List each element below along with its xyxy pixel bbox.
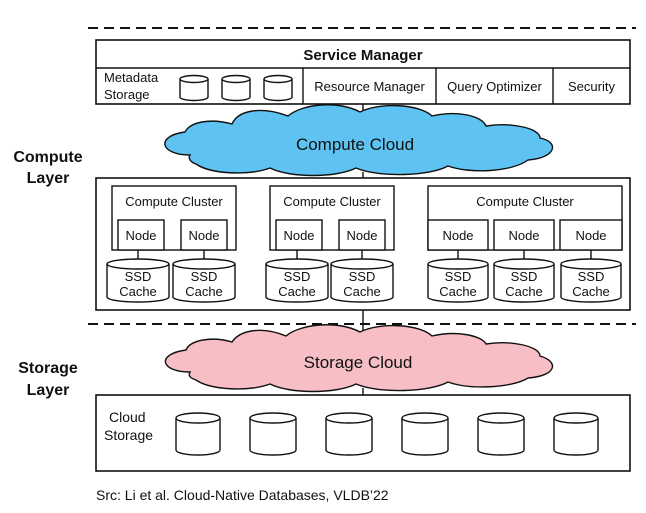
ssd-cache-label-1: SSD [349, 269, 376, 284]
node-box [180, 219, 228, 251]
ssd-cache: SSD Cache [330, 258, 394, 303]
node-label: Node [442, 228, 473, 243]
node-label: Node [283, 228, 314, 243]
ssd-cache-label-2: Cache [119, 284, 157, 299]
database-icon [175, 412, 221, 456]
ssd-cache-label-1: SSD [284, 269, 311, 284]
ssd-cache-label-2: Cache [278, 284, 316, 299]
storage-cloud: Storage Cloud [164, 324, 554, 393]
database-icon [263, 74, 293, 102]
security-label: Security [568, 79, 615, 94]
compute-layer-label-1: Compute [13, 149, 82, 166]
ssd-cache-label-2: Cache [505, 284, 543, 299]
storage-layer-label-1: Storage [18, 360, 78, 377]
query-optimizer-label: Query Optimizer [447, 79, 542, 94]
node-label: Node [188, 228, 219, 243]
node-box [493, 219, 555, 251]
storage-layer-label-2: Layer [27, 382, 70, 399]
storage-cloud-shape [164, 324, 554, 393]
compute-layer-label-2: Layer [27, 170, 70, 187]
node-label: Node [125, 228, 156, 243]
compute-cluster-label: Compute Cluster [476, 194, 574, 209]
ssd-cache-label-2: Cache [185, 284, 223, 299]
node-box [117, 219, 165, 251]
ssd-cache: SSD Cache [172, 258, 236, 303]
metadata-storage-label-1: Metadata [104, 70, 159, 85]
ssd-cache-label-1: SSD [125, 269, 152, 284]
database-icon [401, 412, 449, 456]
ssd-cache-label-1: SSD [191, 269, 218, 284]
source-caption: Src: Li et al. Cloud-Native Databases, V… [96, 487, 389, 503]
compute-cloud: Compute Cloud [164, 104, 554, 177]
cloud-storage-label-1: Cloud [109, 409, 146, 425]
ssd-cache: SSD Cache [560, 258, 622, 303]
compute-cloud-shape [164, 104, 554, 177]
ssd-cache: SSD Cache [493, 258, 555, 303]
node-label: Node [575, 228, 606, 243]
database-icon [179, 74, 209, 102]
service-manager-title: Service Manager [303, 47, 422, 64]
compute-cluster: Compute Cluster Node Node SSD Cache SSD … [265, 185, 395, 303]
storage-cloud-label: Storage Cloud [304, 353, 413, 372]
metadata-storage-label-2: Storage [104, 87, 150, 102]
cloud-storage-databases [175, 412, 599, 456]
compute-cluster-label: Compute Cluster [283, 194, 381, 209]
node-label: Node [508, 228, 539, 243]
database-icon [249, 412, 297, 456]
database-icon [477, 412, 525, 456]
ssd-cache-label-2: Cache [439, 284, 477, 299]
ssd-cache-label-1: SSD [511, 269, 538, 284]
node-box [559, 219, 623, 251]
node-label: Node [346, 228, 377, 243]
service-manager: Service Manager Metadata Storage Resourc… [95, 39, 631, 105]
ssd-cache: SSD Cache [265, 258, 329, 303]
compute-cluster-label: Compute Cluster [125, 194, 223, 209]
ssd-cache-label-2: Cache [343, 284, 381, 299]
database-icon [325, 412, 373, 456]
database-icon [221, 74, 251, 102]
compute-cluster: Compute Cluster Node Node Node SSD Cache… [427, 185, 623, 303]
node-box [275, 219, 323, 251]
ssd-cache: SSD Cache [106, 258, 170, 303]
node-box [338, 219, 386, 251]
compute-cluster: Compute Cluster Node Node SSD Cache SSD … [106, 185, 237, 303]
node-box [427, 219, 489, 251]
ssd-cache: SSD Cache [427, 258, 489, 303]
ssd-cache-label-1: SSD [445, 269, 472, 284]
ssd-cache-label-2: Cache [572, 284, 610, 299]
database-icon [553, 412, 599, 456]
resource-manager-label: Resource Manager [314, 79, 425, 94]
ssd-cache-label-1: SSD [578, 269, 605, 284]
cloud-storage-label-2: Storage [104, 427, 153, 443]
compute-cloud-label: Compute Cloud [296, 135, 414, 154]
metadata-db-icons [179, 74, 293, 102]
